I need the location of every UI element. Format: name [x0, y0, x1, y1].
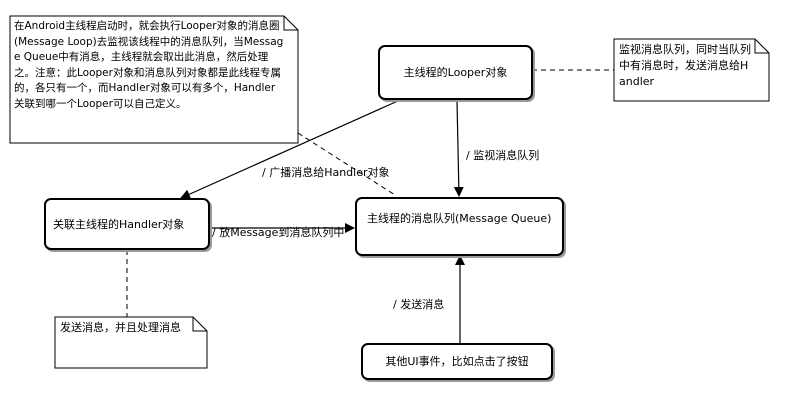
note-fold-handler-duty — [192, 317, 207, 332]
node-ui-event[interactable]: 其他UI事件，比如点击了按钮 — [361, 343, 553, 380]
note-handler-duty: 发送消息，并且处理消息 — [60, 321, 181, 334]
node-ui-event-label: 其他UI事件，比如点击了按钮 — [385, 355, 529, 368]
edge-label-monitor: / 监视消息队列 — [466, 149, 540, 162]
edge-label-send-message: / 发送消息 — [393, 298, 445, 311]
note-shape-monitor — [613, 38, 770, 102]
node-message-queue-label: 主线程的消息队列(Message Queue) — [367, 212, 552, 225]
node-looper-object[interactable]: 主线程的Looper对象 — [378, 45, 533, 100]
edge-label-broadcast: / 广播消息给Handler对象 — [262, 166, 390, 179]
node-message-queue[interactable]: 主线程的消息队列(Message Queue) — [355, 197, 564, 256]
note-shape-handler-duty — [54, 316, 208, 369]
note-looper-loop: 在Android主线程启动时，就会执行Looper对象的消息圈(Message … — [14, 20, 284, 110]
arrow-looper-to-handler — [180, 99, 401, 199]
node-handler-object[interactable]: 关联主线程的Handler对象 — [44, 198, 210, 250]
note-anchor-looper-loop — [297, 132, 396, 196]
node-handler-label: 关联主线程的Handler对象 — [53, 217, 185, 231]
edge-label-put-message: / 放Message到消息队列中 — [212, 226, 345, 239]
note-fold-monitor — [754, 39, 769, 54]
arrow-looper-to-queue — [453, 100, 464, 197]
node-looper-label: 主线程的Looper对象 — [403, 66, 508, 79]
note-monitor-queue: 监视消息队列，同时当队列中有消息时，发送消息给Handler — [619, 43, 751, 88]
note-shape-looper-loop — [9, 15, 299, 144]
note-fold-looper-loop — [283, 16, 298, 31]
